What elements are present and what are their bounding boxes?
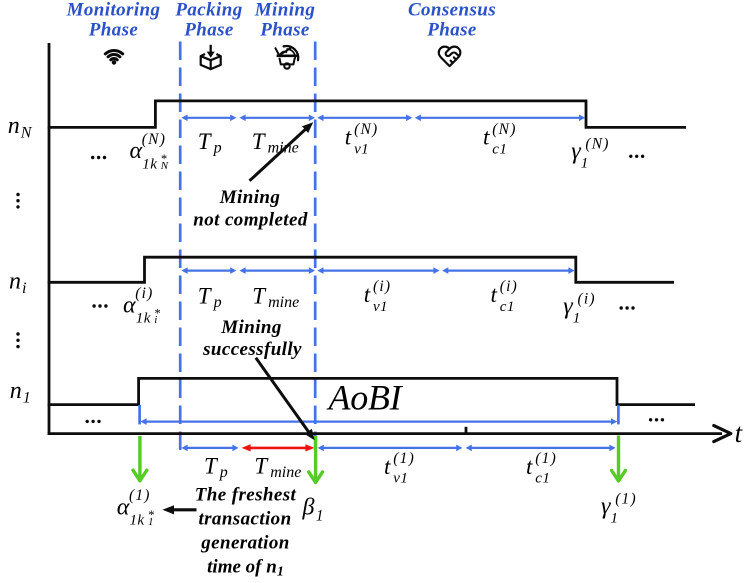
svg-text:not completed: not completed xyxy=(193,209,308,230)
svg-text:Phase: Phase xyxy=(183,19,234,40)
svg-text:transaction: transaction xyxy=(198,509,291,530)
svg-text:α: α xyxy=(117,494,130,520)
svg-text:1: 1 xyxy=(581,156,589,172)
svg-text:i: i xyxy=(154,314,157,326)
svg-text:1: 1 xyxy=(316,507,324,524)
svg-text:γ: γ xyxy=(601,493,611,519)
svg-text:Phase: Phase xyxy=(259,19,310,40)
svg-text:Monitoring: Monitoring xyxy=(66,0,161,20)
svg-text:(i): (i) xyxy=(578,290,596,307)
svg-text:(i): (i) xyxy=(500,278,518,295)
svg-text:T: T xyxy=(252,284,267,309)
svg-text:i: i xyxy=(22,280,26,297)
svg-text:γ: γ xyxy=(571,138,581,164)
svg-text:T: T xyxy=(252,129,267,154)
svg-text:The freshest: The freshest xyxy=(195,485,297,506)
svg-text:1: 1 xyxy=(148,516,154,528)
svg-text:Mining: Mining xyxy=(219,187,281,208)
svg-text:Consensus: Consensus xyxy=(408,0,496,20)
svg-text:(N): (N) xyxy=(585,135,609,152)
svg-text:n: n xyxy=(10,378,22,404)
svg-text:t: t xyxy=(384,454,391,479)
svg-text:Mining: Mining xyxy=(220,317,282,338)
svg-text:(1): (1) xyxy=(393,450,415,467)
svg-text:α: α xyxy=(123,293,136,319)
svg-text:T: T xyxy=(254,454,269,479)
svg-text:mine: mine xyxy=(270,464,301,481)
svg-text:*: * xyxy=(154,306,161,320)
svg-text:v1: v1 xyxy=(354,142,369,158)
svg-text:mine: mine xyxy=(268,294,299,311)
svg-text:AoBI: AoBI xyxy=(327,377,404,417)
svg-text:Mining: Mining xyxy=(254,0,316,20)
svg-text:(N): (N) xyxy=(142,131,166,148)
svg-text:Phase: Phase xyxy=(88,19,139,40)
svg-text:t: t xyxy=(364,282,371,307)
svg-text:v1: v1 xyxy=(373,299,388,315)
svg-text:Packing: Packing xyxy=(174,0,242,20)
svg-text:t: t xyxy=(345,125,352,150)
svg-text:1: 1 xyxy=(23,389,31,406)
svg-text:c1: c1 xyxy=(492,142,507,158)
svg-text:(1): (1) xyxy=(129,487,151,504)
svg-text:N: N xyxy=(160,160,169,172)
svg-text:time of n1: time of n1 xyxy=(207,557,284,580)
svg-text:t: t xyxy=(735,418,744,448)
svg-text:t: t xyxy=(491,282,498,307)
svg-text:c1: c1 xyxy=(535,471,550,487)
svg-text:(i): (i) xyxy=(373,278,391,295)
svg-text:v1: v1 xyxy=(393,471,408,487)
svg-text:1: 1 xyxy=(611,511,619,527)
svg-text:α: α xyxy=(130,138,143,164)
svg-text:generation: generation xyxy=(200,532,289,553)
svg-text:c1: c1 xyxy=(500,299,515,315)
svg-text:n: n xyxy=(9,268,21,294)
svg-text:Phase: Phase xyxy=(426,19,477,40)
svg-text:n: n xyxy=(8,113,20,139)
svg-text:β: β xyxy=(302,494,315,520)
svg-text:1k: 1k xyxy=(136,311,151,327)
svg-text:t: t xyxy=(526,454,533,479)
svg-text:T: T xyxy=(198,284,213,309)
svg-text:T: T xyxy=(204,454,219,479)
svg-text:t: t xyxy=(483,125,490,150)
svg-text:T: T xyxy=(198,129,213,154)
svg-text:(1): (1) xyxy=(535,450,557,467)
svg-text:(i): (i) xyxy=(135,285,153,302)
svg-text:p: p xyxy=(213,140,222,157)
svg-text:*: * xyxy=(148,508,155,522)
svg-text:1: 1 xyxy=(573,311,581,327)
svg-text:1k: 1k xyxy=(130,513,145,529)
svg-text:(N): (N) xyxy=(354,121,378,138)
svg-text:p: p xyxy=(219,464,228,481)
svg-text:(N): (N) xyxy=(492,121,516,138)
svg-text:γ: γ xyxy=(563,293,573,319)
svg-text:(1): (1) xyxy=(615,490,637,507)
svg-text:*: * xyxy=(160,152,167,166)
svg-text:mine: mine xyxy=(268,140,299,157)
svg-text:N: N xyxy=(20,125,33,142)
svg-text:1k: 1k xyxy=(142,156,157,172)
svg-text:p: p xyxy=(213,294,222,311)
svg-text:successfully: successfully xyxy=(202,339,302,360)
